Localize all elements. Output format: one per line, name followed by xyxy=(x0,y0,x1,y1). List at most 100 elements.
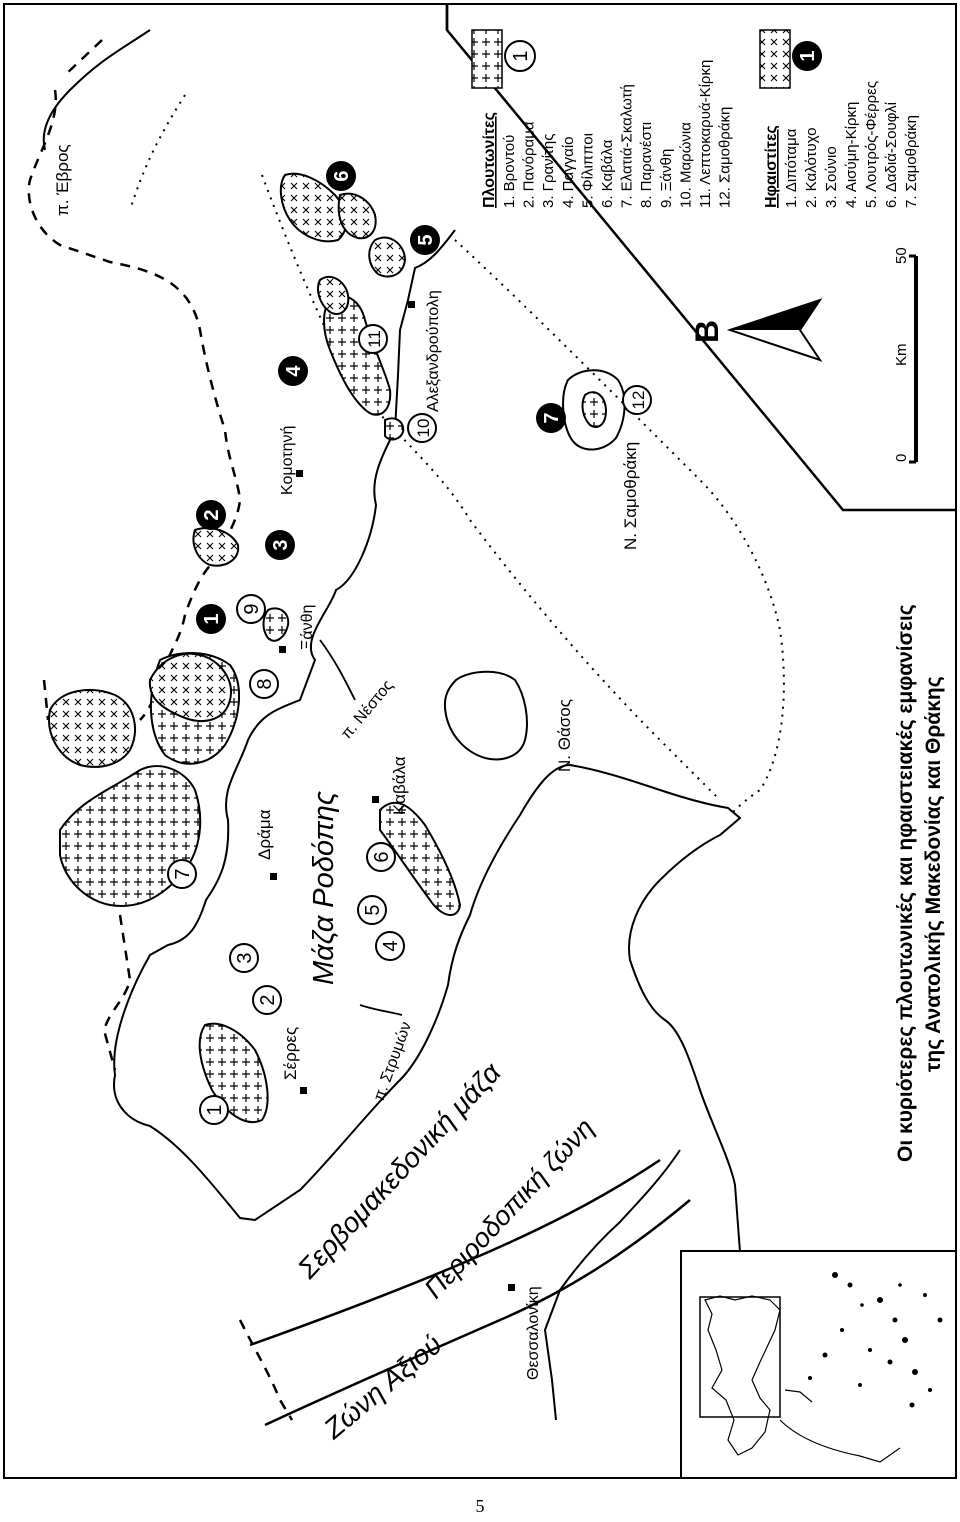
inset-highlight-frame xyxy=(699,1296,781,1418)
legend-volcanites-5: 5. Λουτρός-Φέρρες xyxy=(863,81,880,208)
page-number: 5 xyxy=(475,1496,485,1516)
place-komotini: Κομοτηνή xyxy=(279,426,296,495)
inset-islands xyxy=(808,1272,943,1408)
legend-volcanites-heading: Ηφαιστίτες xyxy=(763,125,780,208)
place-thasos: Ν. Θάσος xyxy=(555,699,574,772)
legend-volcanites-3: 3. Σούνιο xyxy=(823,146,840,208)
legend-volcanites-2: 2. Καλότυχο xyxy=(803,127,820,208)
legend-plutonites-10: 10. Μαρώνια xyxy=(677,122,694,208)
svg-text:6: 6 xyxy=(371,851,393,862)
river-evros: π. Έβρος xyxy=(53,144,72,216)
volcanite-marker-5: 5 xyxy=(410,225,440,255)
legend-volcanites-1: 1. Διπόταμα xyxy=(783,128,800,208)
scale-bar: 0 50 Km xyxy=(893,247,918,464)
volcanite-marker-7: 7 xyxy=(536,403,566,433)
legend-volcanite-swatch xyxy=(759,29,791,89)
svg-text:3: 3 xyxy=(270,539,292,550)
place-alexandroupoli: Αλεξανδρούπολη xyxy=(425,290,442,412)
legend-plutonites-6: 6. Καβάλα xyxy=(599,139,616,208)
svg-text:4: 4 xyxy=(283,365,305,377)
svg-text:4: 4 xyxy=(380,940,402,951)
volcanite-bodies xyxy=(48,172,407,768)
evros-river xyxy=(42,29,151,151)
place-xanthi: Ξάνθη xyxy=(299,605,316,650)
svg-text:7: 7 xyxy=(541,412,563,423)
plutonite-marker-5: 5 xyxy=(357,895,387,925)
strymon-river xyxy=(359,1004,403,1016)
legend-volcanites-7: 7. Σαμοθράκη xyxy=(903,115,920,208)
svg-text:5: 5 xyxy=(415,234,437,245)
plutonite-marker-12: 12 xyxy=(622,385,652,415)
legend-plutonite-swatch xyxy=(471,29,503,89)
north-arrow-letter: Β xyxy=(689,320,725,343)
town-markers xyxy=(270,301,515,1291)
plutonite-marker-4: 4 xyxy=(375,931,405,961)
place-kavala: Καβάλα xyxy=(390,756,409,815)
scale-end: 50 xyxy=(893,247,910,264)
legend-plutonites-2: 2. Πανόραμα xyxy=(521,121,538,208)
inset-greece-outline xyxy=(704,1295,901,1463)
plutonite-marker-7: 7 xyxy=(167,859,197,889)
map-title-line1: Οι κυριότερες πλουτωνικές και ηφαιστειακ… xyxy=(894,604,917,1162)
coastline-chalkidiki xyxy=(543,1149,681,1421)
place-drama: Δράμα xyxy=(255,809,274,860)
plutonite-marker-1: 1 xyxy=(199,1095,229,1125)
plutonite-marker-11: 11 xyxy=(358,324,388,354)
place-serres: Σέρρες xyxy=(281,1027,300,1080)
legend-plutonite-symbol: 1 xyxy=(504,40,536,72)
svg-text:5: 5 xyxy=(362,904,384,915)
nestos-river xyxy=(319,639,356,701)
plutonite-marker-9: 9 xyxy=(236,594,266,624)
plutonite-marker-8: 8 xyxy=(249,669,279,699)
scale-start: 0 xyxy=(893,454,910,462)
plutonite-marker-3: 3 xyxy=(229,943,259,973)
zone-label-rhodope: Μάζα Ροδόπης xyxy=(308,790,340,985)
svg-text:6: 6 xyxy=(331,170,353,181)
plutonite-markers: 1 2 3 4 5 6 7 8 9 10 11 12 xyxy=(167,324,652,1125)
thasos-island xyxy=(443,670,528,761)
svg-text:9: 9 xyxy=(241,603,263,614)
plutonite-marker-10: 10 xyxy=(407,413,437,443)
north-arrow: Β xyxy=(689,298,823,362)
volcanite-marker-1: 1 xyxy=(196,604,226,634)
legend-plutonites-7: 7. Ελατιά-Σκαλωτή xyxy=(619,84,636,208)
legend-plutonites-5: 5. Φίλιπποι xyxy=(579,133,596,208)
svg-text:7: 7 xyxy=(172,868,194,879)
zone-label-axios: Ζώνη Αξιού xyxy=(317,1329,448,1446)
svg-text:12: 12 xyxy=(629,391,648,410)
legend-plutonites-11: 11. Λεπτοκαρυά-Κίρκη xyxy=(697,60,714,208)
plutonite-marker-6: 6 xyxy=(366,842,396,872)
volcanite-marker-6: 6 xyxy=(326,161,356,191)
svg-text:11: 11 xyxy=(365,330,384,348)
inset-box xyxy=(680,1250,957,1479)
dotted-boundary xyxy=(129,94,785,816)
legend-plutonites-9: 9. Ξάνθη xyxy=(658,149,675,208)
place-labels: Σέρρες Δράμα Καβάλα Ξάνθη Κομοτηνή Αλεξα… xyxy=(255,290,640,1380)
legend-plutonites-12: 12. Σαμοθράκη xyxy=(717,107,734,208)
map-title-line2: της Ανατολικής Μακεδονίας και Θράκης xyxy=(922,676,945,1072)
legend-volcanite-symbol: 1 xyxy=(792,41,822,71)
coastline xyxy=(113,229,742,1253)
legend-plutonites-8: 8. Παρανέστι xyxy=(638,122,655,208)
svg-text:3: 3 xyxy=(234,952,256,963)
legend-volcanites-6: 6. Δαδιά-Σουφλί xyxy=(883,101,900,208)
place-thessaloniki: Θεσσαλονίκη xyxy=(525,1286,542,1380)
legend-plutonites-heading: Πλουτωνίτες xyxy=(481,112,498,208)
legend-plutonites-1: 1. Βροντού xyxy=(501,135,518,208)
volcanite-marker-2: 2 xyxy=(196,500,226,530)
svg-text:1: 1 xyxy=(201,613,223,624)
legend-plutonites-3: 3. Γρανίτης xyxy=(540,134,557,208)
svg-text:10: 10 xyxy=(414,419,433,438)
scale-unit: Km xyxy=(893,344,910,367)
map-title: Οι κυριότερες πλουτωνικές και ηφαιστειακ… xyxy=(894,604,945,1162)
legend-plutonites-4: 4. Παγγαίο xyxy=(560,136,577,208)
volcanite-markers: 1 2 3 4 5 6 7 xyxy=(196,161,566,634)
map-frame xyxy=(3,3,957,1479)
svg-text:2: 2 xyxy=(257,994,279,1005)
zone-boundary-1 xyxy=(249,1158,661,1347)
